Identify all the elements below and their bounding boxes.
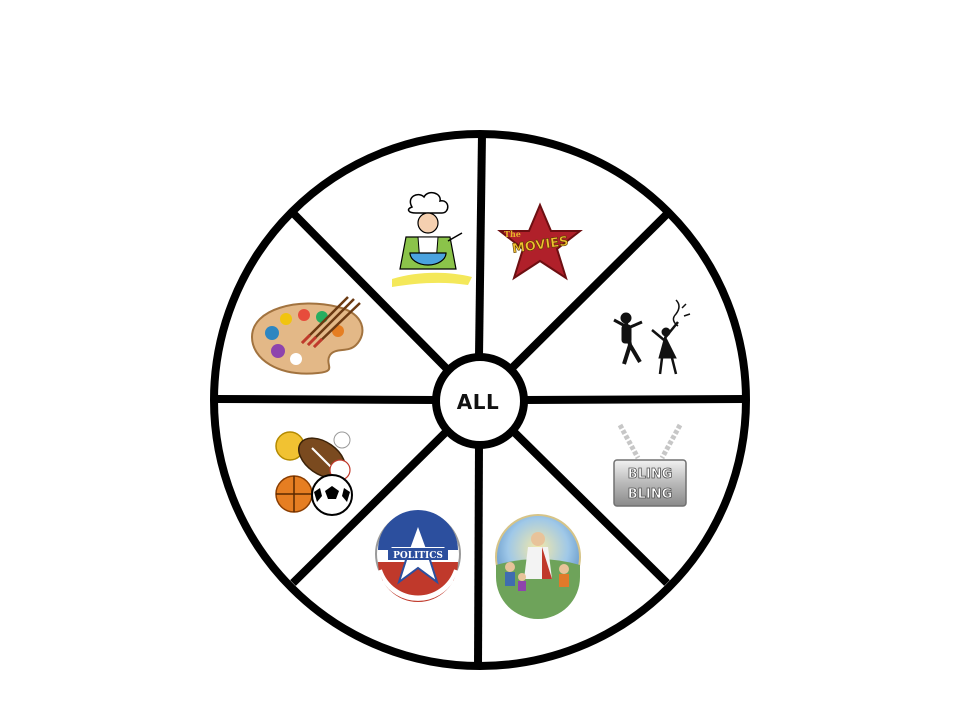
politics-badge-icon: POLITICS (375, 510, 461, 602)
chain-pendant-icon: BLING BLING (613, 423, 687, 507)
politics-text: POLITICS (393, 551, 443, 561)
segment-dance-area[interactable] (513, 214, 742, 400)
paint-palette-icon (250, 296, 364, 375)
segment-movies[interactable] (480, 138, 666, 367)
movies-small-text: The (504, 229, 521, 239)
movie-star-icon: The MOVIES (497, 202, 583, 281)
all-center-button[interactable]: ALL (432, 353, 528, 449)
segment-movies-area[interactable] (480, 138, 666, 367)
wheel-spokes (215, 133, 747, 667)
segment-dance[interactable] (513, 214, 742, 400)
dancing-couple-icon (613, 299, 691, 375)
sports-balls-icon (275, 431, 353, 516)
bling-text-bottom: BLING (628, 487, 673, 502)
all-center-label: ALL (457, 390, 499, 414)
bling-text-top: BLING (628, 467, 673, 482)
religious-scene-icon (495, 514, 581, 619)
chef-cooking-icon (392, 191, 472, 287)
